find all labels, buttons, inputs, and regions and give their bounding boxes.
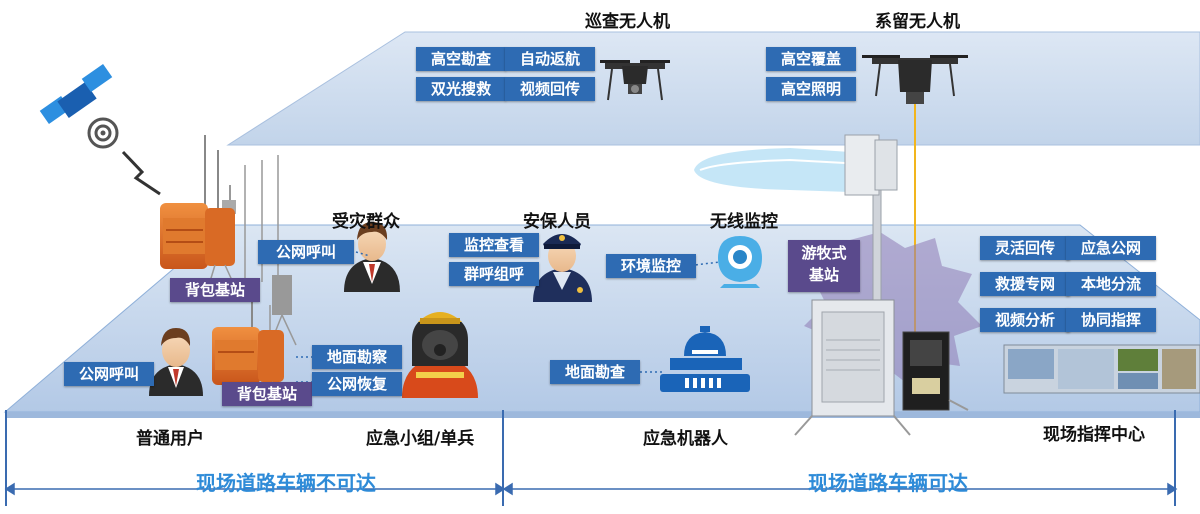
backpack-station-icon — [212, 295, 291, 401]
upper-air-plane — [226, 31, 1200, 146]
security-title: 安保人员 — [523, 212, 591, 232]
tag-local-offload: 本地分流 — [1066, 272, 1156, 296]
mobile-station-line-2: 基站 — [808, 266, 839, 284]
patrol-drone-icon — [600, 60, 670, 101]
tag-robot-ground-survey: 地面勘查 — [550, 360, 640, 384]
span-vehicle-accessible: 现场道路车辆可达 — [808, 471, 968, 495]
tag-public-net-restore: 公网恢复 — [312, 372, 402, 396]
base-station-cabinet-icon — [794, 134, 969, 436]
tag-video-return: 视频回传 — [505, 77, 595, 101]
tag-high-altitude-lighting: 高空照明 — [766, 77, 856, 101]
tag-video-analysis: 视频分析 — [980, 308, 1070, 332]
patrol-drone-title: 巡查无人机 — [585, 12, 670, 32]
divider-left — [5, 410, 7, 506]
mobile-base-station-label: 游牧式 基站 — [788, 240, 860, 292]
label-command-center: 现场指挥中心 — [1043, 425, 1145, 445]
tag-ground-survey: 地面勘察 — [312, 345, 402, 369]
police-icon — [533, 234, 592, 302]
span-vehicle-inaccessible: 现场道路车辆不可达 — [196, 471, 376, 495]
victims-title: 受灾群众 — [332, 212, 400, 232]
signal-beam — [694, 148, 850, 192]
robot-icon — [660, 326, 750, 392]
tag-high-altitude-coverage: 高空覆盖 — [766, 47, 856, 71]
label-ordinary-users: 普通用户 — [136, 429, 204, 449]
tethered-drone-title: 系留无人机 — [875, 12, 960, 32]
tethered-drone-icon — [862, 55, 968, 340]
webcam-icon — [718, 236, 762, 288]
tag-rescue-private-net: 救援专网 — [980, 272, 1070, 296]
tag-public-call: 公网呼叫 — [258, 240, 354, 264]
tag-public-call-2: 公网呼叫 — [64, 362, 154, 386]
tag-auto-return: 自动返航 — [505, 47, 595, 71]
mobile-station-line-1: 游牧式 — [801, 244, 847, 262]
backpack-station-icon — [160, 135, 297, 346]
satellite-icon — [39, 63, 161, 196]
backpack-station-label: 背包基站 — [170, 278, 260, 302]
label-emergency-robot: 应急机器人 — [643, 429, 728, 449]
divider-right — [1174, 410, 1176, 506]
label-emergency-team: 应急小组/单兵 — [366, 429, 475, 449]
tag-group-call: 群呼组呼 — [449, 262, 539, 286]
tag-monitor-view: 监控查看 — [449, 233, 539, 257]
tag-dual-light-rescue: 双光搜救 — [416, 77, 506, 101]
tag-coordinated-command: 协同指挥 — [1066, 308, 1156, 332]
backpack-station-label-2: 背包基站 — [222, 382, 312, 406]
tag-high-altitude-survey: 高空勘查 — [416, 47, 506, 71]
command-screens-icon — [1003, 344, 1200, 394]
divider-middle — [502, 410, 504, 506]
tag-environment-monitor: 环境监控 — [606, 254, 696, 278]
user-icon — [344, 222, 400, 292]
firefighter-icon — [402, 312, 478, 398]
tag-emergency-public-net: 应急公网 — [1066, 236, 1156, 260]
user-icon — [149, 328, 203, 396]
tag-flexible-backhaul: 灵活回传 — [980, 236, 1070, 260]
wireless-monitor-title: 无线监控 — [710, 212, 778, 232]
